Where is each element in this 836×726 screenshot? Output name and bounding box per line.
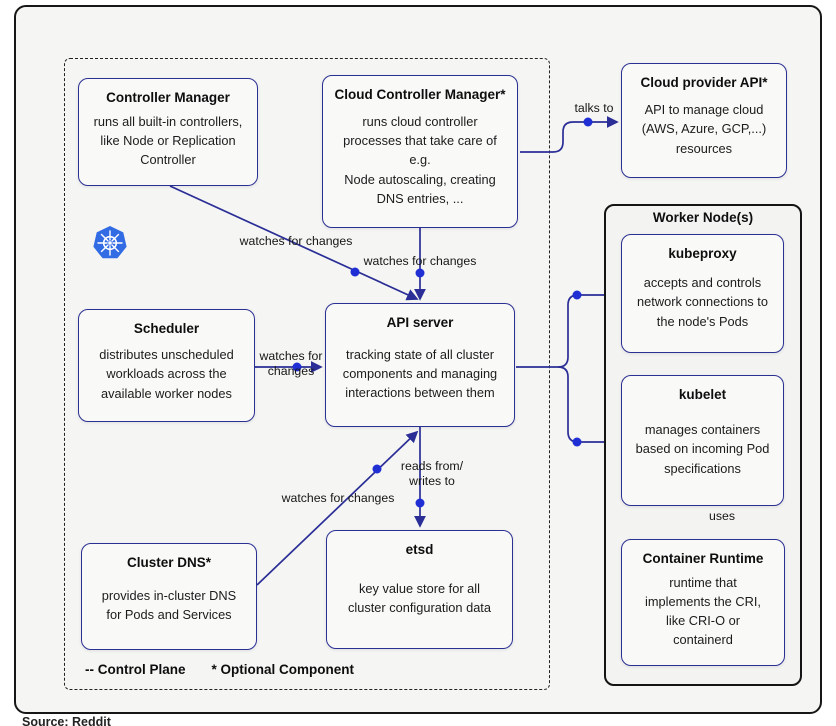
box-body: accepts and controls network connections… (637, 275, 768, 329)
box-title: Controller Manager (106, 90, 230, 105)
kubelet-box: kubelet manages containers based on inco… (621, 375, 784, 506)
box-body: provides in-cluster DNS for Pods and Ser… (101, 587, 237, 622)
edge-label-talks-to: talks to (574, 101, 614, 115)
box-body: runtime that implements the CRI, like CR… (645, 574, 761, 648)
api-server-box: API server tracking state of all cluster… (325, 303, 515, 427)
box-title: Container Runtime (642, 551, 764, 566)
edge-label-uses: uses (709, 509, 735, 523)
cloud-controller-manager-box: Cloud Controller Manager* runs cloud con… (322, 75, 518, 228)
cloud-provider-api-box: Cloud provider API* API to manage cloud … (621, 63, 787, 178)
edge-label-watches-for-changes-dns: watches for changes (281, 491, 395, 505)
source-caption: Source: Reddit (22, 715, 111, 726)
edge-label-watches-for-changes-ccm: watches for changes (363, 254, 477, 268)
box-body: runs cloud controller processes that tak… (343, 114, 497, 206)
box-title: Cluster DNS* (126, 555, 212, 570)
etsd-box: etsd key value store for all cluster con… (326, 530, 513, 649)
controller-manager-box: Controller Manager runs all built-in con… (78, 78, 258, 186)
box-body: distributes unscheduled workloads across… (99, 347, 234, 401)
control-plane-region (64, 58, 550, 690)
box-title: kubeproxy (668, 246, 737, 261)
box-title: etsd (405, 542, 434, 557)
legend-control-plane: -- Control Plane (85, 662, 186, 677)
scheduler-box: Scheduler distributes unscheduled worklo… (78, 309, 255, 422)
box-title: Cloud provider API* (640, 75, 768, 90)
box-title: Cloud Controller Manager* (334, 87, 506, 102)
box-body: API to manage cloud (AWS, Azure, GCP,...… (641, 102, 767, 156)
kubeproxy-box: kubeproxy accepts and controls network c… (621, 234, 784, 353)
box-title: Scheduler (133, 321, 200, 336)
edge-label-watches-for-changes-cm: watches for changes (239, 234, 353, 248)
container-runtime-box: Container Runtime runtime that implement… (621, 539, 785, 666)
box-title: kubelet (678, 387, 727, 402)
box-title: API server (386, 315, 454, 330)
box-body: key value store for all cluster configur… (348, 580, 491, 615)
box-body: manages containers based on incoming Pod… (635, 422, 770, 476)
edge-label-reads-from-writes-to: reads from/ writes to (400, 459, 464, 489)
legend: -- Control Plane * Optional Component (85, 662, 354, 677)
edge-label-watches-for-changes-scheduler: watches for changes (259, 349, 323, 379)
legend-optional-component: * Optional Component (211, 662, 355, 677)
cluster-dns-box: Cluster DNS* provides in-cluster DNS for… (81, 543, 257, 650)
box-body: tracking state of all cluster components… (342, 346, 498, 401)
worker-node-title: Worker Node(s) (652, 210, 754, 225)
box-body: runs all built-in controllers, like Node… (93, 113, 243, 168)
